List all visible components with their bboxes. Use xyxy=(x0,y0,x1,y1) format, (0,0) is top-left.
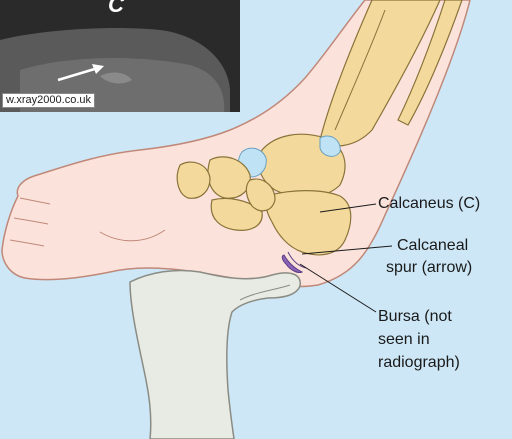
label-bursa-line3: radiograph) xyxy=(378,353,460,372)
label-spur-line1: Calcaneal xyxy=(397,236,468,255)
label-spur-line2: spur (arrow) xyxy=(386,258,472,277)
radiograph-letter: C xyxy=(108,0,124,18)
label-calcaneus: Calcaneus (C) xyxy=(378,194,480,213)
hand xyxy=(130,270,300,439)
label-bursa-line2: seen in xyxy=(378,330,430,349)
label-bursa-line1: Bursa (not xyxy=(378,307,452,326)
image-credit: w.xray2000.co.uk xyxy=(2,93,95,108)
cuneiform xyxy=(177,162,210,198)
